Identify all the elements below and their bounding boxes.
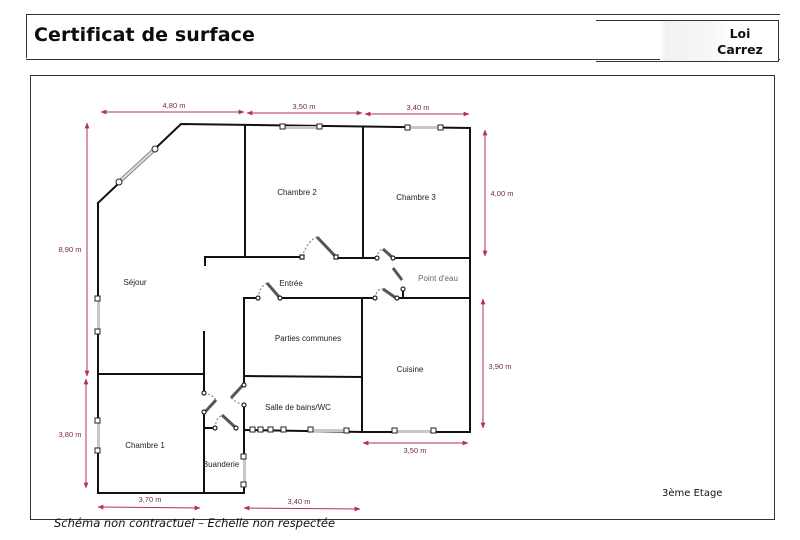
floor-label: 3ème Etage [662, 488, 723, 499]
dimension-label: 3,50 m [293, 102, 316, 111]
doors [201, 235, 406, 431]
law-label: Loi Carrez [700, 26, 780, 58]
room-label: Buanderie [203, 460, 240, 469]
dimension-label: 3,40 m [407, 103, 430, 112]
header-bar [26, 14, 780, 60]
dimension-label: 8,90 m [59, 245, 82, 254]
dimension-label: 4,80 m [163, 101, 186, 110]
dimension-label: 3,70 m [139, 495, 162, 504]
room-label: Chambre 1 [125, 441, 165, 450]
dimension-label: 3,90 m [489, 362, 512, 371]
room-label: Chambre 3 [396, 193, 436, 202]
law-box-left [596, 20, 660, 62]
law-line-1: Loi [729, 26, 751, 41]
plan-frame [30, 75, 775, 520]
dimension-label: 3,80 m [59, 430, 82, 439]
law-line-2: Carrez [717, 42, 763, 57]
room-label: Point d'eau [418, 274, 458, 283]
dimension-label: 3,50 m [404, 446, 427, 455]
document-title: Certificat de surface [34, 24, 255, 46]
room-labels: Chambre 2 Chambre 3 Séjour Entrée Point … [123, 188, 457, 469]
room-label: Entrée [279, 279, 303, 288]
dimension-label: 3,40 m [288, 497, 311, 506]
walls [96, 122, 472, 494]
room-label: Chambre 2 [277, 188, 317, 197]
header-left-rule [26, 14, 27, 58]
law-box [660, 20, 779, 62]
windows [94, 123, 444, 488]
dimension-labels: 4,80 m 3,50 m 3,40 m 4,00 m 8,90 m 3,90 … [59, 101, 514, 506]
room-label: Salle de bains/WC [265, 403, 331, 412]
dimension-lines [83, 109, 488, 512]
dimension-label: 4,00 m [491, 189, 514, 198]
disclaimer-note: Schéma non contractuel – Echelle non res… [54, 516, 336, 530]
room-label: Parties communes [275, 334, 341, 343]
room-label: Séjour [123, 278, 146, 287]
room-label: Cuisine [397, 365, 424, 374]
